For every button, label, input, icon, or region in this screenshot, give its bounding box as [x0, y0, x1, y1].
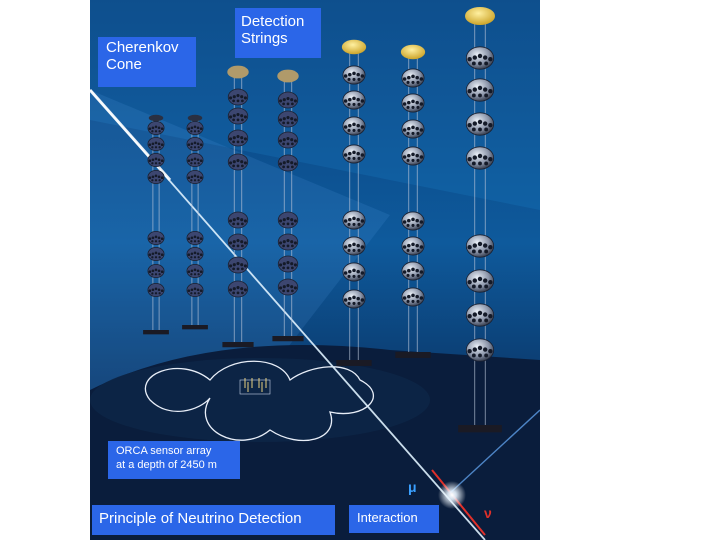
- optical-module-icon: [277, 255, 299, 273]
- optical-module-icon: [227, 107, 249, 125]
- optical-module-icon: [401, 236, 425, 256]
- optical-module-icon: [401, 119, 425, 139]
- optical-module-icon: [147, 263, 165, 279]
- optical-module-icon: [401, 211, 425, 231]
- optical-module-icon: [401, 146, 425, 166]
- optical-module-icon: [186, 169, 204, 185]
- optical-module-icon: [227, 211, 249, 229]
- optical-module-icon: [401, 261, 425, 281]
- optical-module-icon: [147, 169, 165, 185]
- optical-module-icon: [401, 287, 425, 307]
- detection-strings-label: Detection Strings: [235, 8, 321, 58]
- optical-module-icon: [342, 210, 366, 230]
- optical-module-icon: [227, 129, 249, 147]
- detection-string-2: [182, 114, 208, 330]
- diagram-title-label: Principle of Neutrino Detection: [92, 505, 335, 535]
- light-flash-icon: [438, 481, 466, 509]
- optical-module-icon: [147, 282, 165, 298]
- optical-module-icon: [186, 230, 204, 246]
- anchor-base-icon: [458, 425, 502, 433]
- orca-label-line1: ORCA sensor array: [116, 445, 212, 457]
- buoy-icon: [187, 114, 203, 122]
- optical-module-icon: [186, 282, 204, 298]
- optical-module-icon: [186, 152, 204, 168]
- optical-module-icon: [147, 230, 165, 246]
- anchor-base-icon: [395, 352, 431, 358]
- anchor-base-icon: [222, 342, 254, 348]
- optical-module-icon: [147, 152, 165, 168]
- flower-layout-outline: [144, 360, 374, 442]
- optical-module-icon: [277, 154, 299, 172]
- buoy-icon: [227, 65, 249, 79]
- optical-module-icon: [147, 246, 165, 262]
- optical-module-icon: [465, 78, 495, 102]
- detection-string-7: [458, 6, 502, 433]
- detection-strings: [143, 6, 502, 433]
- optical-module-icon: [342, 289, 366, 309]
- optical-module-icon: [227, 256, 249, 274]
- optical-module-icon: [186, 120, 204, 136]
- array-footprint: [90, 358, 430, 442]
- optical-module-icon: [147, 136, 165, 152]
- cherenkov-cone-label: Cherenkov Cone: [98, 37, 196, 87]
- anchor-base-icon: [182, 325, 208, 330]
- cherenkov-label-line2: Cone: [106, 55, 142, 73]
- buoy-icon: [277, 69, 299, 83]
- anchor-base-icon: [272, 336, 304, 342]
- orca-label-line2: at a depth of 2450 m: [116, 458, 217, 471]
- optical-module-icon: [277, 131, 299, 149]
- optical-module-icon: [277, 211, 299, 229]
- muon-symbol: μ: [408, 479, 417, 495]
- anchor-base-icon: [336, 360, 372, 366]
- optical-module-icon: [227, 88, 249, 106]
- detection-label-line1: Detection: [241, 13, 305, 30]
- mini-array: [239, 378, 271, 395]
- detection-label-line2: Strings: [241, 29, 288, 47]
- optical-module-icon: [277, 278, 299, 296]
- optical-module-icon: [227, 280, 249, 298]
- optical-module-icon: [186, 136, 204, 152]
- optical-module-icon: [465, 146, 495, 170]
- optical-module-icon: [465, 112, 495, 136]
- optical-module-icon: [342, 65, 366, 85]
- optical-module-icon: [186, 246, 204, 262]
- buoy-icon: [464, 6, 496, 26]
- light-haze: [90, 0, 540, 210]
- optical-module-icon: [277, 91, 299, 109]
- neutrino-symbol: ν: [484, 505, 492, 521]
- outgoing-track: [449, 409, 540, 494]
- optical-module-icon: [401, 93, 425, 113]
- optical-module-icon: [342, 144, 366, 164]
- optical-module-icon: [186, 263, 204, 279]
- optical-module-icon: [227, 153, 249, 171]
- cherenkov-label-line1: Cherenkov: [106, 39, 179, 56]
- optical-module-icon: [227, 233, 249, 251]
- detection-string-3: [222, 65, 254, 348]
- buoy-icon: [341, 39, 367, 55]
- optical-module-icon: [342, 116, 366, 136]
- neutrino-detection-scene: μ ν: [90, 0, 540, 540]
- buoy-icon: [400, 44, 426, 60]
- detection-string-1: [143, 114, 169, 335]
- detection-string-4: [272, 69, 304, 342]
- optical-module-icon: [465, 46, 495, 70]
- anchor-base-icon: [143, 330, 169, 335]
- optical-module-icon: [401, 68, 425, 88]
- optical-module-icon: [342, 90, 366, 110]
- optical-module-icon: [147, 120, 165, 136]
- optical-module-icon: [465, 269, 495, 293]
- orca-array-label: ORCA sensor array at a depth of 2450 m: [108, 441, 240, 479]
- interaction-label: Interaction: [349, 505, 439, 533]
- optical-module-icon: [277, 110, 299, 128]
- detection-string-6: [395, 44, 431, 358]
- optical-module-icon: [465, 303, 495, 327]
- buoy-icon: [148, 114, 164, 122]
- optical-module-icon: [277, 233, 299, 251]
- detection-string-5: [336, 39, 372, 366]
- optical-module-icon: [465, 338, 495, 362]
- optical-module-icon: [342, 236, 366, 256]
- optical-module-icon: [465, 234, 495, 258]
- optical-module-icon: [342, 262, 366, 282]
